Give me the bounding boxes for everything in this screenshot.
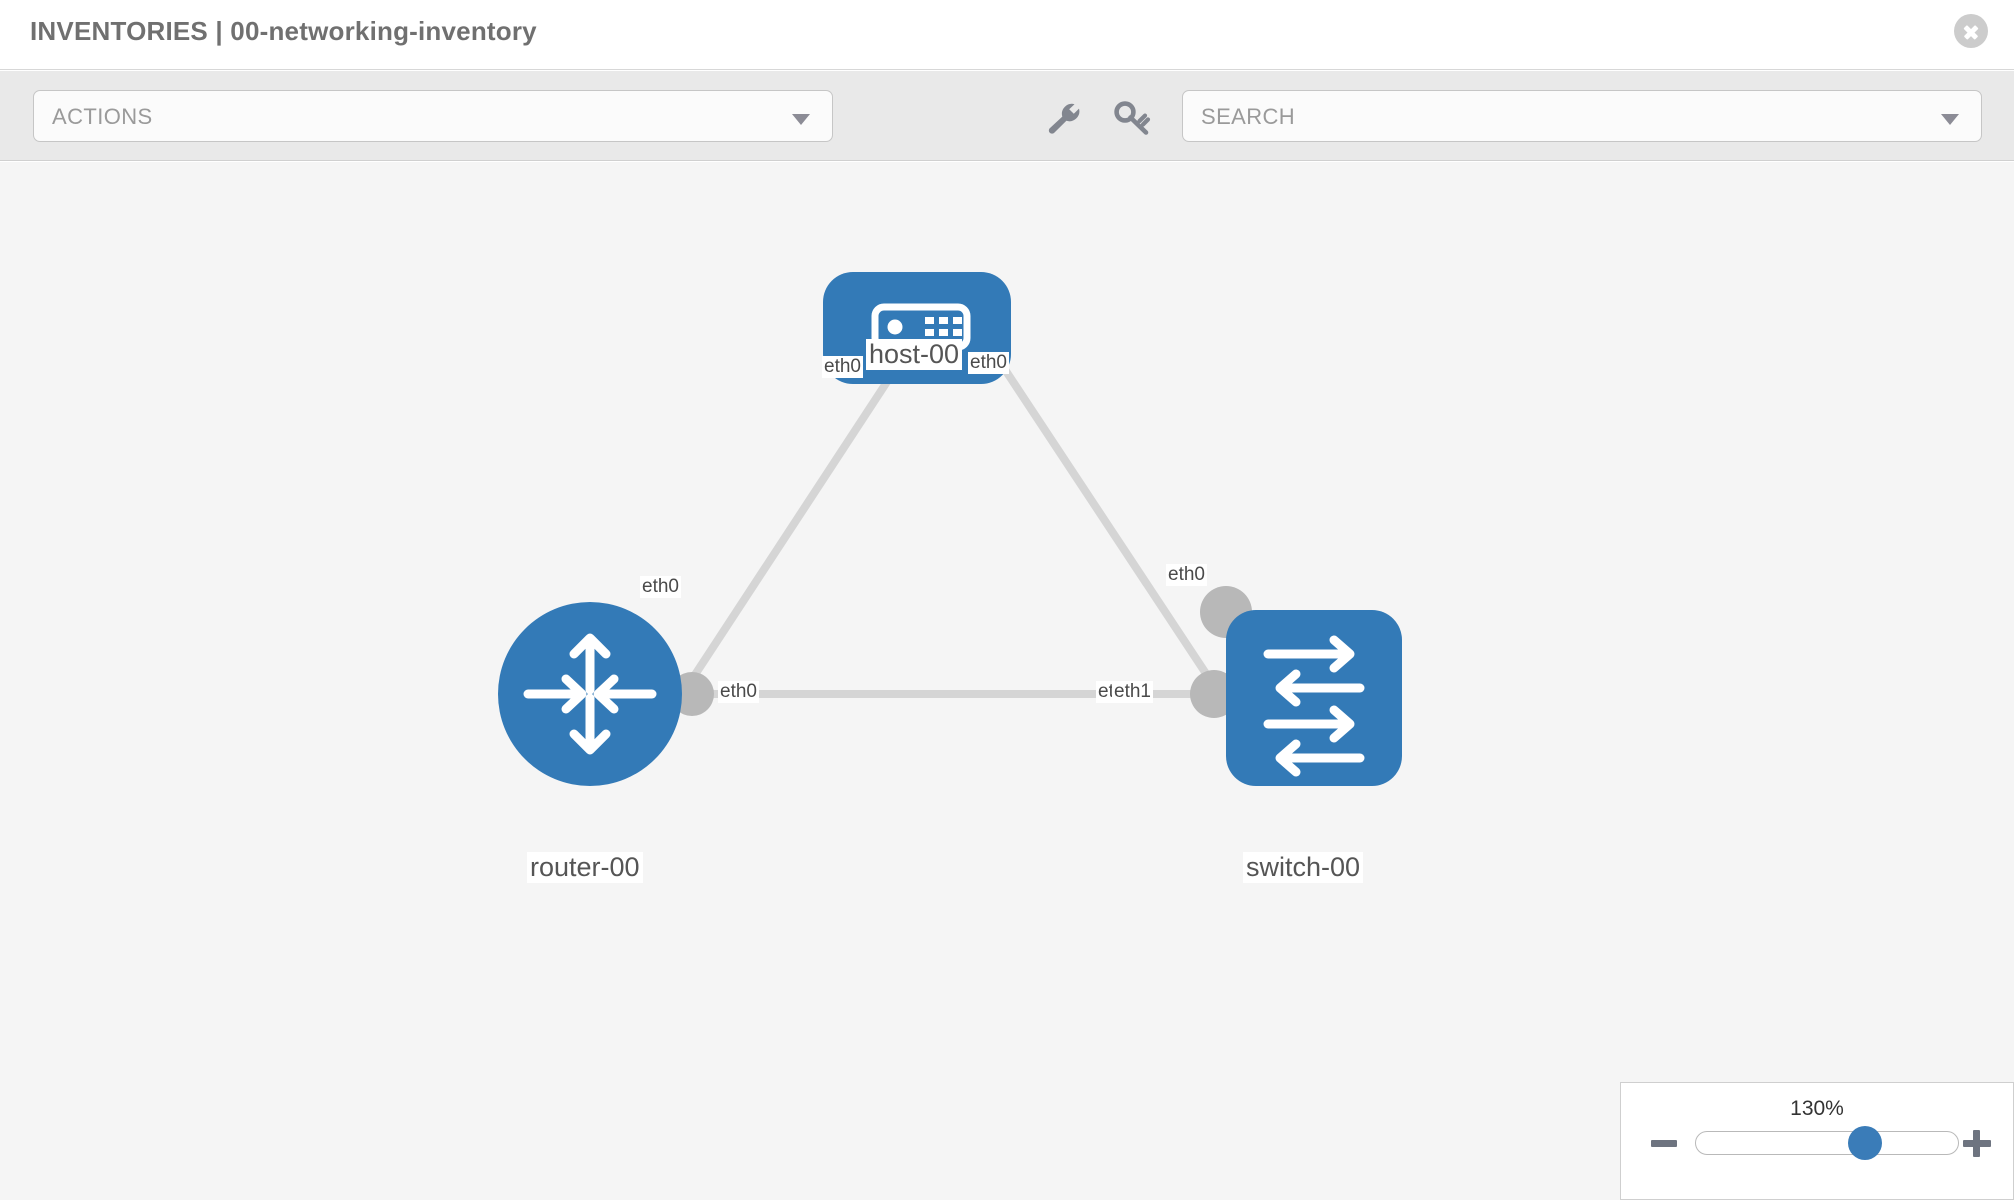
node-label-switch: switch-00 [1243, 852, 1364, 884]
chevron-down-icon [1941, 114, 1959, 125]
node-router-00[interactable] [498, 602, 682, 786]
edge-host-router[interactable] [660, 359, 904, 725]
topology-edges [660, 359, 1242, 725]
iface-label-router-up: eth0 [640, 576, 681, 598]
topology-graph[interactable] [0, 162, 2014, 1200]
search-placeholder: SEARCH [1201, 104, 1296, 129]
zoom-out-button[interactable] [1649, 1127, 1681, 1159]
node-switch-00[interactable] [1226, 610, 1402, 786]
chevron-down-icon [792, 114, 810, 125]
iface-label-host-right: eth0 [968, 352, 1009, 374]
actions-dropdown[interactable]: ACTIONS [33, 90, 833, 142]
zoom-slider-track[interactable] [1695, 1126, 1959, 1160]
topology-canvas[interactable]: host-00 router-00 switch-00 eth0 eth0 et… [0, 162, 2014, 1200]
iface-label-host-left: eth0 [822, 356, 863, 378]
node-label-host: host-00 [866, 339, 963, 371]
zoom-slider-thumb[interactable] [1848, 1126, 1882, 1160]
iface-label-router-right: eth0 [718, 681, 759, 703]
switch-icon [1263, 635, 1365, 777]
key-icon[interactable] [1112, 101, 1156, 135]
page-title: INVENTORIES | 00-networking-inventory [30, 16, 537, 46]
iface-label-switch-left-b: eth1 [1112, 681, 1153, 703]
edge-host-switch[interactable] [996, 359, 1242, 725]
iface-label-switch-up: eth0 [1166, 564, 1207, 586]
wrench-icon[interactable] [1044, 101, 1088, 135]
router-icon [523, 633, 657, 755]
search-input[interactable]: SEARCH [1182, 90, 1982, 142]
zoom-control-panel: 130% [1620, 1082, 2014, 1200]
node-label-router: router-00 [527, 852, 643, 884]
actions-dropdown-label: ACTIONS [52, 104, 153, 129]
zoom-level-value: 130% [1790, 1097, 1844, 1120]
close-icon[interactable] [1954, 14, 1988, 48]
zoom-in-button[interactable] [1961, 1127, 1993, 1159]
page-header: INVENTORIES | 00-networking-inventory [0, 0, 2014, 70]
toolbar: ACTIONS SEARCH [0, 71, 2014, 161]
